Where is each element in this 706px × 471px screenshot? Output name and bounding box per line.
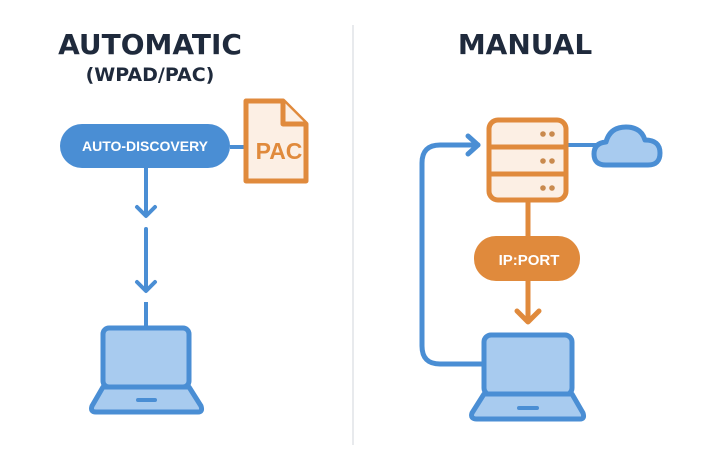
auto-discovery-label: AUTO-DISCOVERY — [81, 138, 208, 154]
auto-discovery-pill — [60, 124, 230, 168]
ip-port-label: IP:PORT — [498, 252, 560, 269]
cloud-icon — [591, 124, 663, 168]
manual-title: MANUAL — [457, 28, 593, 61]
server-icon — [486, 117, 569, 203]
ip-port-pill — [474, 236, 580, 281]
laptop-icon — [89, 325, 205, 415]
arrow-down-icon — [514, 278, 542, 325]
automatic-subtitle: (WPAD/PAC) — [85, 64, 215, 86]
automatic-title: AUTOMATIC — [58, 28, 242, 61]
laptop-icon — [469, 332, 587, 422]
pac-file-label: PAC — [255, 138, 303, 164]
section-divider — [352, 25, 354, 445]
pac-file-icon — [243, 98, 309, 184]
arrow-down-icon — [135, 227, 157, 293]
arrow-down-icon — [135, 166, 157, 218]
arrow-right-icon — [419, 133, 487, 367]
